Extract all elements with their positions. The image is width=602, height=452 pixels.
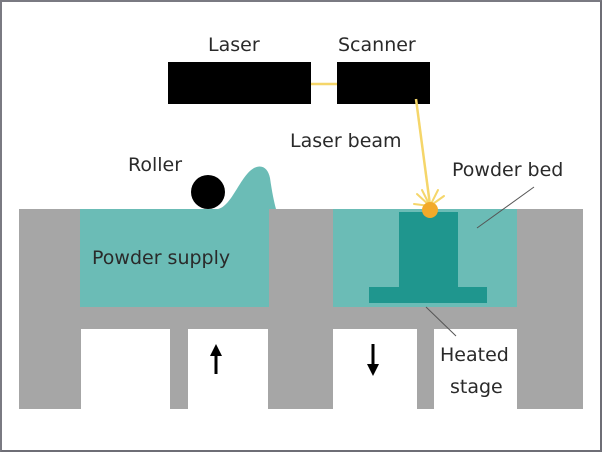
heated-stage-leader [425,306,457,337]
arrow-down-icon [367,344,379,376]
label-heated-stage-2: stage [450,376,503,398]
arrow-up-icon [210,344,222,374]
label-powder-bed: Powder bed [452,159,563,181]
roller [191,175,225,209]
powder-bed-leader [476,186,535,229]
label-powder-supply: Powder supply [92,247,230,269]
laser-beam [414,98,432,206]
powder-heap [218,166,276,209]
label-laser-beam: Laser beam [290,130,402,152]
scanner-box [337,62,430,104]
melt-spot [422,202,438,218]
powder-supply [80,209,269,307]
part-base [369,287,487,303]
supply-cavity-left [81,329,170,411]
label-roller: Roller [128,154,182,176]
laser-box [168,62,311,104]
part-stem [399,212,458,289]
build-cavity-right [434,329,517,411]
label-laser: Laser [208,34,260,56]
supply-cavity-right [188,329,268,411]
label-heated-stage-1: Heated [440,344,509,366]
label-scanner: Scanner [338,34,416,56]
